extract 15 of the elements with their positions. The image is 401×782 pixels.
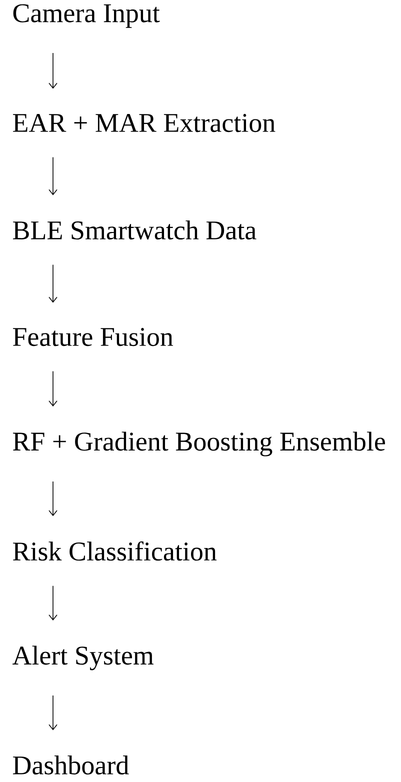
arrow	[48, 370, 58, 407]
step-text: Feature Fusion	[12, 328, 174, 346]
step-text: RF + Gradient Boosting Ensemble	[12, 432, 385, 456]
arrow	[48, 481, 58, 516]
step-text: EAR + MAR Extraction	[12, 114, 276, 132]
arrow	[48, 695, 58, 730]
step-text: Dashboard	[12, 756, 129, 774]
arrow	[48, 52, 58, 89]
arrow	[48, 264, 58, 303]
arrow	[48, 156, 58, 196]
step-text: Camera Input	[13, 4, 160, 28]
step-text: Alert System	[12, 646, 154, 670]
step-text: BLE Smartwatch Data	[12, 220, 256, 240]
step-text: Risk Classification	[12, 541, 217, 561]
arrow	[48, 585, 58, 621]
